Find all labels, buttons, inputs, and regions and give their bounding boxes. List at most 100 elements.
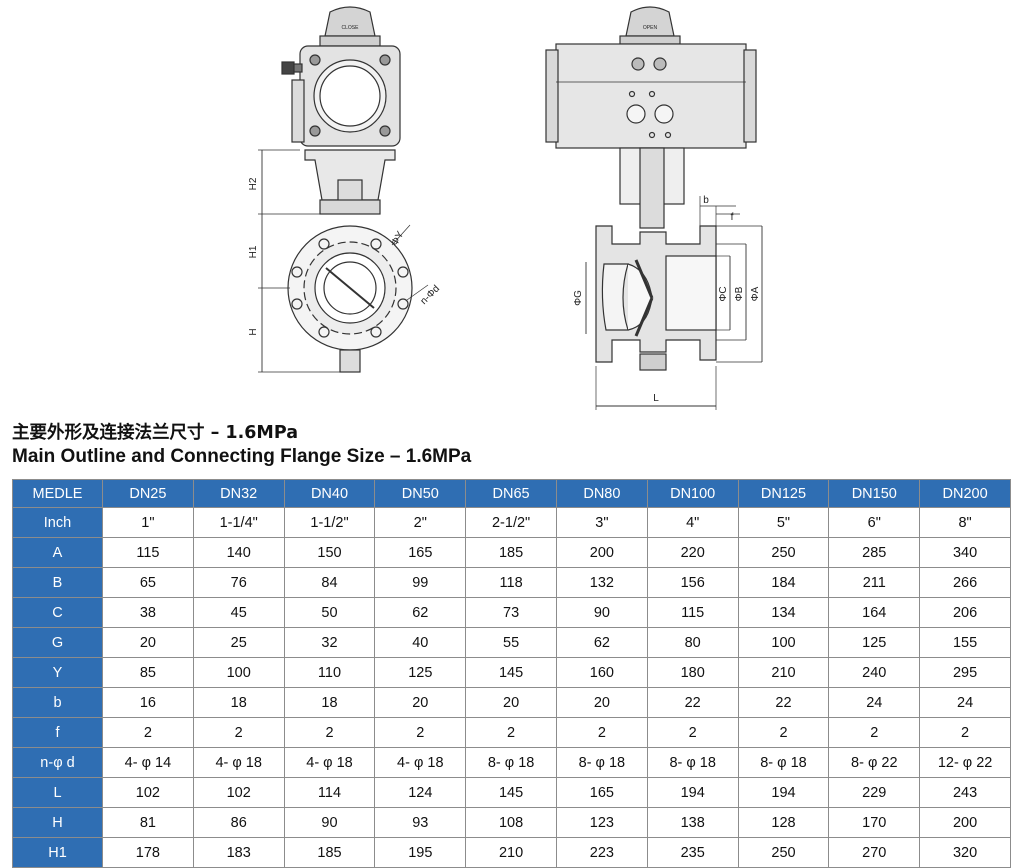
table-cell: 93 <box>374 807 467 838</box>
dim-label-g: ΦG <box>573 290 584 306</box>
table-cell: 12- φ 22 <box>919 747 1011 778</box>
table-cell: 4- φ 18 <box>374 747 467 778</box>
technical-drawings: CLOSE H2 H1 H ΦY n-Φd <box>0 0 1020 415</box>
table-cell: 90 <box>283 807 376 838</box>
table-cell: 18 <box>192 687 285 718</box>
table-cell: 8- φ 18 <box>737 747 830 778</box>
table-cell: 73 <box>465 597 557 628</box>
table-cell: 90 <box>555 597 648 628</box>
table-cell: 22 <box>646 687 739 718</box>
table-cell: 3" <box>555 507 648 538</box>
header-cell-size: DN25 <box>102 479 194 508</box>
header-cell-size: DN100 <box>646 479 739 508</box>
table-cell: 320 <box>919 837 1011 868</box>
table-cell: 22 <box>737 687 830 718</box>
table-cell: 206 <box>919 597 1011 628</box>
table-cell: 110 <box>283 657 376 688</box>
table-cell: 184 <box>737 567 830 598</box>
table-cell: 65 <box>102 567 194 598</box>
row-label: L <box>12 777 103 808</box>
table-cell: 20 <box>555 687 648 718</box>
table-cell: 156 <box>646 567 739 598</box>
table-cell: 4- φ 18 <box>283 747 376 778</box>
header-cell-size: DN65 <box>465 479 557 508</box>
table-cell: 295 <box>919 657 1011 688</box>
row-label: B <box>12 567 103 598</box>
table-cell: 20 <box>374 687 467 718</box>
table-cell: 2" <box>374 507 467 538</box>
table-cell: 2 <box>102 717 194 748</box>
table-cell: 45 <box>192 597 285 628</box>
table-cell: 200 <box>919 807 1011 838</box>
table-cell: 81 <box>102 807 194 838</box>
table-cell: 123 <box>555 807 648 838</box>
table-cell: 200 <box>555 537 648 568</box>
table-cell: 85 <box>102 657 194 688</box>
table-cell: 4- φ 14 <box>102 747 194 778</box>
table-cell: 145 <box>465 777 557 808</box>
row-label: n-φ d <box>12 747 103 778</box>
right-view-drawing <box>545 6 763 410</box>
table-cell: 2 <box>919 717 1011 748</box>
table-cell: 118 <box>465 567 557 598</box>
row-label: G <box>12 627 103 658</box>
table-cell: 160 <box>555 657 648 688</box>
table-cell: 5" <box>737 507 830 538</box>
table-cell: 24 <box>828 687 921 718</box>
table-cell: 145 <box>465 657 557 688</box>
table-cell: 266 <box>919 567 1011 598</box>
row-label: Inch <box>12 507 103 538</box>
table-cell: 1-1/4" <box>192 507 285 538</box>
table-cell: 115 <box>102 537 194 568</box>
table-cell: 125 <box>828 627 921 658</box>
table-cell: 38 <box>102 597 194 628</box>
table-cell: 211 <box>828 567 921 598</box>
table-cell: 155 <box>919 627 1011 658</box>
table-cell: 2 <box>828 717 921 748</box>
dim-label-l: L <box>653 393 659 404</box>
table-cell: 115 <box>646 597 739 628</box>
table-cell: 2 <box>737 717 830 748</box>
table-cell: 2 <box>192 717 285 748</box>
table-cell: 102 <box>192 777 285 808</box>
table-cell: 2 <box>374 717 467 748</box>
dim-label-bb: ΦB <box>734 286 745 301</box>
table-cell: 164 <box>828 597 921 628</box>
dim-label-c: ΦC <box>718 286 729 301</box>
table-cell: 194 <box>646 777 739 808</box>
table-cell: 220 <box>646 537 739 568</box>
table-cell: 250 <box>737 537 830 568</box>
right-indicator-label: OPEN <box>643 25 658 31</box>
table-cell: 24 <box>919 687 1011 718</box>
table-cell: 16 <box>102 687 194 718</box>
header-cell-size: DN50 <box>374 479 467 508</box>
table-cell: 25 <box>192 627 285 658</box>
table-cell: 2 <box>555 717 648 748</box>
table-cell: 229 <box>828 777 921 808</box>
table-cell: 223 <box>555 837 648 868</box>
title-english: Main Outline and Connecting Flange Size … <box>12 446 472 467</box>
table-cell: 170 <box>828 807 921 838</box>
dim-label-h1: H1 <box>248 245 259 258</box>
header-cell-size: DN80 <box>555 479 648 508</box>
table-cell: 132 <box>555 567 648 598</box>
table-cell: 62 <box>555 627 648 658</box>
row-label: b <box>12 687 103 718</box>
table-cell: 2 <box>283 717 376 748</box>
table-cell: 40 <box>374 627 467 658</box>
table-cell: 18 <box>283 687 376 718</box>
header-cell-size: DN125 <box>737 479 830 508</box>
table-cell: 178 <box>102 837 194 868</box>
table-cell: 1" <box>102 507 194 538</box>
table-cell: 125 <box>374 657 467 688</box>
